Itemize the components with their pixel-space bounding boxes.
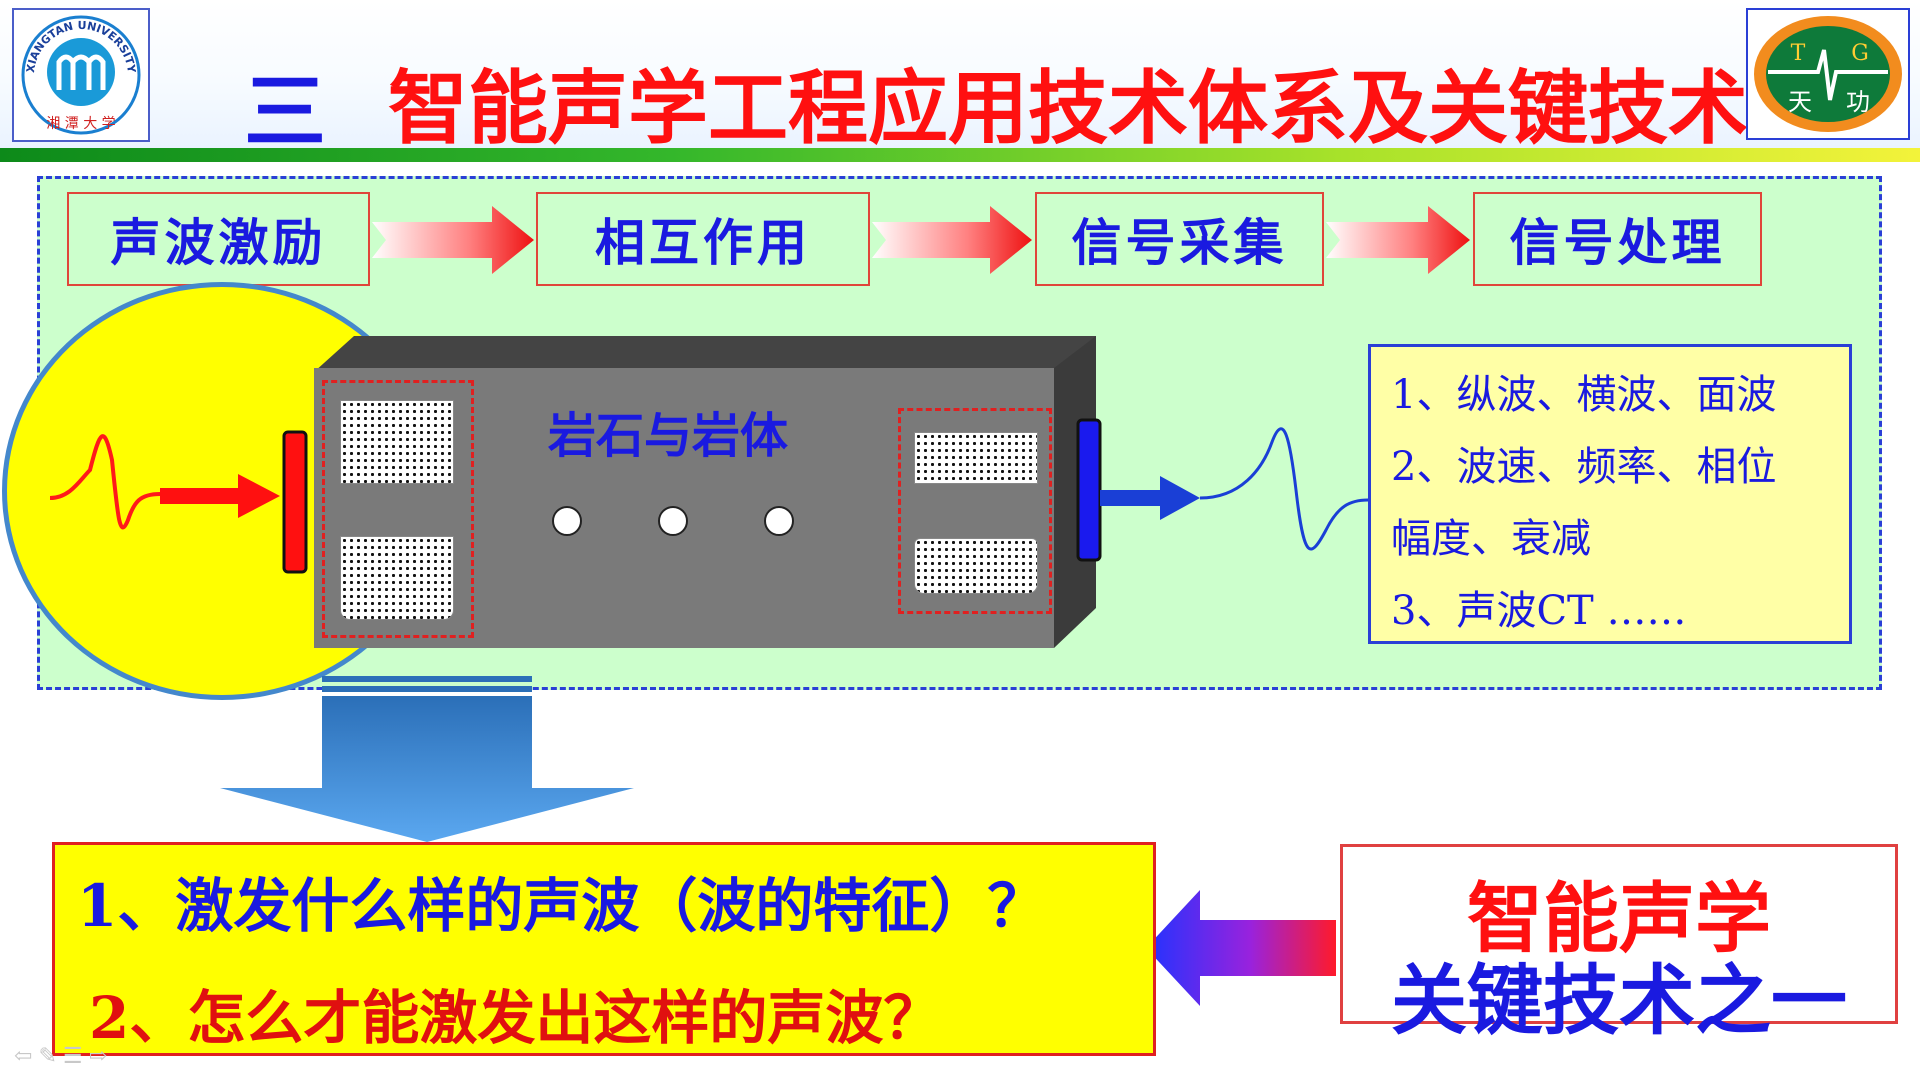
questions-box: 1、激发什么样的声波（波的特征）？ 2、怎么才能激发出这样的声波？: [52, 842, 1156, 1056]
pen-icon[interactable]: ✎: [38, 1044, 63, 1069]
info-line-4: 3、声波CT ……: [1391, 588, 1687, 634]
flow-arrow-3: [1326, 206, 1470, 274]
emitter-transducer: [282, 430, 308, 574]
slide-nav-controls[interactable]: ⇦✎☰⇨: [14, 1044, 113, 1069]
step-signal-acquisition: 信号采集: [1035, 192, 1324, 286]
info-line-2: 2、波速、频率、相位: [1391, 444, 1777, 490]
left-deformed-grid: [340, 536, 454, 620]
right-deformed-grid: [914, 538, 1038, 594]
left-logo: XIANGTAN UNIVERSITY 湘 潭 大 学: [12, 8, 150, 142]
sensor-dot-3: [764, 506, 794, 536]
logo-char-gong: 功: [1846, 88, 1870, 116]
output-waveform: [1199, 427, 1369, 551]
right-pattern-frame: [898, 408, 1052, 614]
input-waveform: [49, 434, 161, 530]
info-line-1: 1、纵波、横波、面波: [1391, 372, 1777, 418]
down-arrow: [220, 696, 634, 842]
flow-arrow-2: [872, 206, 1032, 274]
header-background: [0, 0, 1920, 148]
menu-icon[interactable]: ☰: [62, 1044, 89, 1069]
right-logo: T G 天 功: [1746, 8, 1910, 140]
output-arrow: [1100, 476, 1200, 520]
next-slide-icon[interactable]: ⇨: [88, 1044, 114, 1069]
step-signal-processing: 信号处理: [1473, 192, 1762, 286]
key-technology-box: 智能声学 关键技术之一: [1340, 844, 1898, 1045]
key-tech-line-1: 智能声学: [1467, 874, 1771, 963]
tg-logo-icon: T G 天 功: [1754, 16, 1902, 132]
left-undeformed-grid: [340, 400, 454, 484]
rock-block-label: 岩石与岩体: [548, 408, 789, 464]
step-interaction: 相互作用: [536, 192, 870, 286]
flow-arrow-1: [372, 206, 534, 274]
title-number: 三: [244, 64, 333, 160]
key-tech-arrow: [1146, 890, 1336, 1006]
logo-letter-g: G: [1851, 41, 1869, 66]
svg-text:湘 潭 大 学: 湘 潭 大 学: [46, 115, 115, 132]
step-acoustic-excitation: 声波激励: [67, 192, 370, 286]
logo-letter-t: T: [1791, 41, 1806, 66]
logo-char-tian: 天: [1788, 88, 1812, 116]
page-title: 智能声学工程应用技术体系及关键技术: [388, 61, 1748, 155]
input-arrow: [160, 474, 280, 518]
key-tech-line-2: 关键技术之一: [1391, 956, 1847, 1045]
prev-slide-icon[interactable]: ⇦: [14, 1044, 39, 1069]
university-seal-icon: XIANGTAN UNIVERSITY 湘 潭 大 学: [21, 15, 141, 135]
receiver-transducer: [1076, 418, 1102, 562]
sensor-dot-2: [658, 506, 688, 536]
question-1: 1、激发什么样的声波（波的特征）？: [77, 872, 1046, 940]
question-2: 2、怎么才能激发出这样的声波？: [89, 984, 942, 1052]
header-gradient-stripe: [0, 148, 1920, 162]
info-line-3: 幅度、衰减: [1391, 516, 1591, 562]
left-pattern-frame: [322, 380, 474, 638]
analysis-parameters-box: 1、纵波、横波、面波 2、波速、频率、相位 幅度、衰减 3、声波CT ……: [1368, 344, 1852, 644]
right-undeformed-grid: [914, 432, 1038, 484]
sensor-dot-1: [552, 506, 582, 536]
